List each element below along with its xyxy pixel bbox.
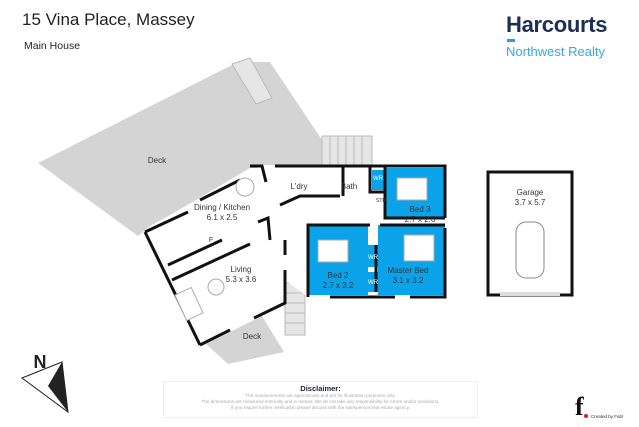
bed [396,177,428,201]
room-label-bath: Bath [340,182,358,191]
room-label-deck: Deck [147,156,167,165]
room-label-laundry: L'dry [290,182,308,191]
room-label-deck-small: Deck [242,332,262,341]
disclaimer-line: The dimensions are measured internally a… [201,399,440,404]
plan-subtitle: Main House [24,40,81,52]
deck-main [38,62,322,236]
bed [317,239,349,263]
brand-accent [507,39,515,42]
disclaimer-heading: Disclaimer: [300,384,341,393]
deck-stairs [231,57,373,167]
str-label: STR [376,198,386,204]
dining-table [235,177,255,197]
furniture [174,177,435,322]
disclaimer-box: Disclaimer: The measurements are approxi… [163,381,478,418]
coffee-table [207,278,225,296]
wr-label: WR [368,255,378,261]
walls [143,164,447,347]
compass-north-label: N [33,352,47,372]
garage-door [500,292,560,296]
brand-logo: Harcourts [506,12,608,37]
wr-label: WR [368,280,378,286]
fridge-label: F [208,237,214,244]
wr-room [372,170,384,190]
fabl-logo-dot [584,414,588,418]
wr-room [368,245,378,267]
wr-label: WR [373,176,383,182]
disclaimer-line: The measurements are approximate and are… [245,393,396,398]
deck-small [206,316,284,364]
bed [403,234,435,262]
compass-icon [20,361,69,414]
fabl-credit: Created by Fabl [591,414,624,419]
house-floor [145,166,445,345]
fabl-logo: f [575,392,584,421]
disclaimer-line: If you require further verification plea… [231,405,410,410]
car-icon [515,221,545,279]
property-address: 15 Vina Place, Massey [22,10,195,29]
brand-office: Northwest Realty [506,44,605,59]
sofa [174,286,204,322]
wr-room [368,272,378,292]
